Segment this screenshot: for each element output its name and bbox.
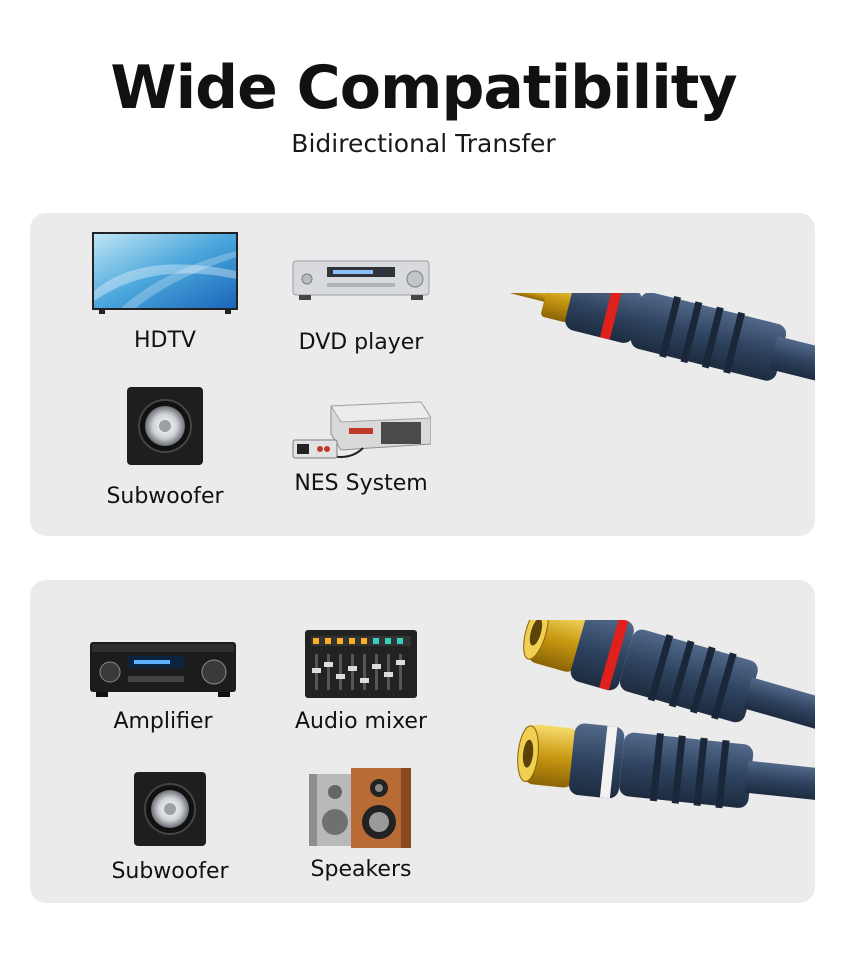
output-devices-panel: Amplifier Audio mixer <box>30 580 815 903</box>
device-subwoofer: Subwoofer <box>75 770 265 886</box>
device-label: Subwoofer <box>111 859 229 884</box>
subwoofer-icon <box>127 387 203 465</box>
rca-female-jacks <box>517 620 815 809</box>
rca-male-plug <box>506 293 815 389</box>
device-label: HDTV <box>134 328 196 353</box>
device-hdtv: HDTV <box>70 231 260 355</box>
audio-mixer-icon <box>305 630 417 698</box>
device-label: Speakers <box>310 857 412 882</box>
device-label: Audio mixer <box>295 709 427 734</box>
dvd-player-icon <box>292 260 430 300</box>
game-console-icon <box>292 401 431 459</box>
source-devices-panel: HDTV DVD player Subwoofer <box>30 213 815 536</box>
device-audio-mixer: Audio mixer <box>266 628 456 736</box>
device-label: Amplifier <box>113 709 213 734</box>
page-subtitle: Bidirectional Transfer <box>291 129 556 158</box>
device-nes-system: NES System <box>266 398 456 498</box>
device-dvd-player: DVD player <box>266 257 456 357</box>
device-subwoofer: Subwoofer <box>70 385 260 511</box>
subwoofer-icon <box>134 772 206 846</box>
amplifier-icon <box>90 642 236 697</box>
device-label: DVD player <box>298 330 424 355</box>
pin-icon <box>506 293 556 303</box>
page-title: Wide Compatibility <box>110 53 737 123</box>
device-label: NES System <box>294 471 428 496</box>
device-speakers: Speakers <box>266 766 456 884</box>
tv-icon <box>92 232 238 314</box>
speakers-icon <box>309 768 411 848</box>
device-label: Subwoofer <box>106 484 224 509</box>
device-amplifier: Amplifier <box>68 638 258 736</box>
